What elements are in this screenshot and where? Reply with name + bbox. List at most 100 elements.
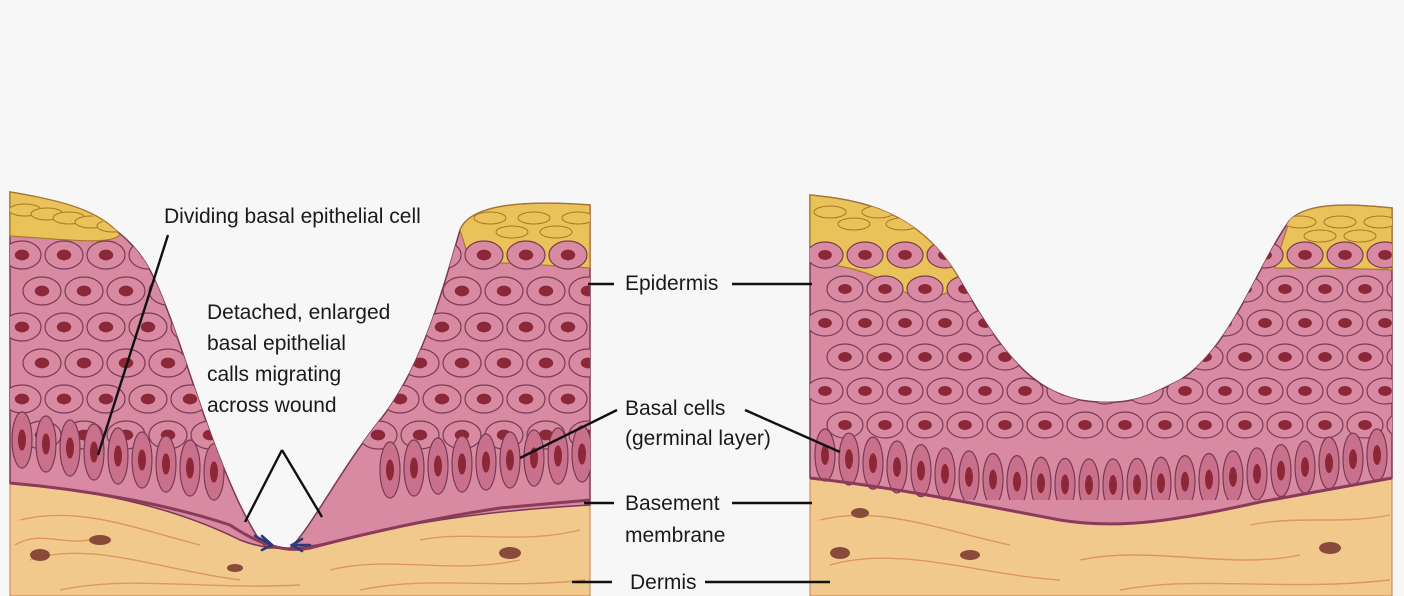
spinous-cell	[1047, 242, 1083, 268]
spinous-cell	[3, 241, 41, 269]
detached-cells-line-2: basal epithelial	[207, 328, 390, 359]
spinous-cell	[549, 313, 587, 341]
basal-cell	[959, 451, 979, 503]
basal-cell	[60, 420, 80, 476]
spinous-cell	[1287, 310, 1323, 336]
basal-cell	[935, 448, 955, 500]
basal-cell	[428, 438, 448, 494]
keratin-cell	[1364, 216, 1396, 228]
spinous-cell	[987, 276, 1023, 302]
spinous-cell	[1267, 276, 1303, 302]
spinous-cell	[527, 277, 565, 305]
basal-cell	[524, 430, 544, 486]
basal-cell	[1247, 448, 1267, 500]
spinous-cell	[887, 242, 923, 268]
spinous-cell	[827, 276, 863, 302]
basal-cell	[1295, 441, 1315, 493]
basal-cell	[500, 432, 520, 488]
basal-cell	[983, 454, 1003, 506]
spinous-cell	[827, 344, 863, 370]
spinous-cell	[317, 421, 355, 449]
spinous-cell	[1107, 344, 1143, 370]
spinous-cell	[423, 313, 461, 341]
spinous-cell	[507, 385, 545, 413]
spinous-cell	[1167, 378, 1203, 404]
spinous-cell	[507, 313, 545, 341]
spinous-cell	[549, 385, 587, 413]
keratin-cell	[1324, 216, 1356, 228]
keratin-cell	[496, 226, 528, 238]
spinous-cell	[87, 313, 125, 341]
spinous-cell	[1187, 276, 1223, 302]
spinous-cell	[967, 242, 1003, 268]
spinous-cell	[807, 378, 843, 404]
spinous-cell	[485, 349, 523, 377]
spinous-cell	[569, 349, 607, 377]
basement-membrane-line-1: Basement	[625, 488, 725, 520]
detached-cells-label: Detached, enlarged basal epithelial call…	[207, 297, 390, 421]
keratin-cell	[97, 220, 129, 232]
detached-cells-leader-b	[282, 450, 322, 517]
spinous-cell	[569, 277, 607, 305]
spinous-cell	[65, 277, 103, 305]
spinous-cell	[485, 277, 523, 305]
spinous-cell	[927, 310, 963, 336]
spinous-cell	[867, 344, 903, 370]
spinous-cell	[423, 385, 461, 413]
spinous-cell	[1327, 242, 1363, 268]
spinous-cell	[867, 276, 903, 302]
spinous-cell	[1067, 344, 1103, 370]
basal-cell	[476, 434, 496, 490]
spinous-cell	[1267, 412, 1303, 438]
spinous-cell	[1147, 344, 1183, 370]
basal-cell	[815, 429, 835, 481]
spinous-cell	[867, 412, 903, 438]
spinous-cell	[255, 241, 293, 269]
spinous-cell	[1067, 276, 1103, 302]
spinous-cell	[1247, 310, 1283, 336]
spinous-cell	[1047, 378, 1083, 404]
detached-cells-leader-a	[245, 450, 282, 522]
spinous-cell	[339, 241, 377, 269]
spinous-cell	[1087, 378, 1123, 404]
spinous-cell	[507, 241, 545, 269]
spinous-cell	[1247, 378, 1283, 404]
spinous-cell	[401, 349, 439, 377]
basal-cell	[452, 436, 472, 492]
spinous-cell	[1127, 242, 1163, 268]
basal-cell	[380, 442, 400, 498]
spinous-cell	[465, 313, 503, 341]
spinous-cell	[1187, 412, 1223, 438]
spinous-cell	[527, 349, 565, 377]
spinous-cell	[171, 385, 209, 413]
spinous-cell	[947, 344, 983, 370]
detached-cells-line-1: Detached, enlarged	[207, 297, 390, 328]
keratin-cell	[1284, 216, 1316, 228]
spinous-cell	[1067, 412, 1103, 438]
spinous-cell	[1247, 242, 1283, 268]
spinous-cell	[443, 277, 481, 305]
spinous-cell	[847, 378, 883, 404]
spinous-cell	[1027, 276, 1063, 302]
spinous-cell	[191, 421, 229, 449]
spinous-cell	[65, 349, 103, 377]
spinous-cell	[1007, 242, 1043, 268]
spinous-cell	[45, 241, 83, 269]
basal-cell	[12, 412, 32, 468]
keratin-cell	[910, 206, 942, 218]
right-panel-healed	[807, 195, 1404, 596]
spinous-cell	[23, 277, 61, 305]
spinous-cell	[1147, 412, 1183, 438]
spinous-cell	[1347, 344, 1383, 370]
spinous-cell	[171, 313, 209, 341]
basal-cell	[1271, 445, 1291, 497]
spinous-cell	[171, 241, 209, 269]
spinous-cell	[1287, 378, 1323, 404]
basal-cells-label: Basal cells (germinal layer)	[625, 394, 771, 454]
basal-cell	[572, 426, 592, 482]
keratin-cell	[838, 218, 870, 230]
spinous-cell	[907, 412, 943, 438]
keratin-cell	[1304, 230, 1336, 242]
basal-cell	[404, 440, 424, 496]
spinous-cell	[45, 313, 83, 341]
